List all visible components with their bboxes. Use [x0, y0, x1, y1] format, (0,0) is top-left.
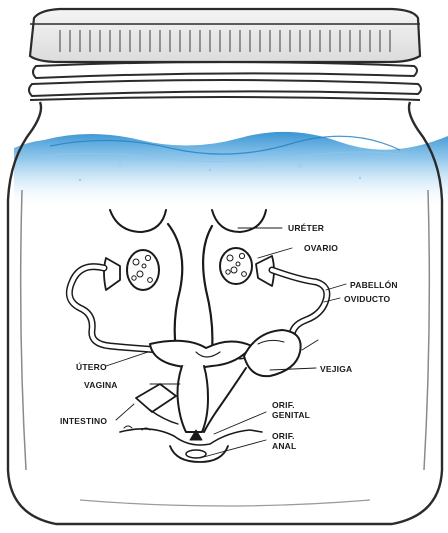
label-oviducto: OVIDUCTO	[344, 294, 390, 304]
right-ovary	[220, 248, 252, 284]
label-orif-anal-1: ORIF.	[272, 431, 295, 441]
uterus	[150, 341, 252, 368]
label-vejiga: VEJIGA	[320, 364, 352, 374]
label-utero: ÚTERO	[76, 361, 107, 372]
left-pavilion	[104, 258, 120, 290]
label-orif-anal-2: ANAL	[272, 441, 296, 451]
left-ovary	[127, 250, 159, 290]
label-orif-genital-1: ORIF.	[272, 400, 295, 410]
label-intestino: INTESTINO	[60, 416, 107, 426]
right-kidney	[212, 210, 266, 232]
jar-lid-icon	[30, 9, 420, 62]
vagina	[178, 366, 209, 432]
intestine	[136, 384, 176, 412]
label-ureter: URÉTER	[288, 223, 324, 233]
label-ovario: OVARIO	[304, 243, 338, 253]
label-pabellon: PABELLÓN	[350, 279, 398, 290]
label-orif-genital-2: GENITAL	[272, 410, 310, 420]
left-kidney	[110, 210, 166, 232]
water-surface-icon	[14, 132, 448, 210]
diagram-labels: URÉTER OVARIO PABELLÓN OVIDUCTO ÚTERO VE…	[60, 223, 398, 451]
label-vagina: VAGINA	[84, 380, 118, 390]
jar-neck	[29, 62, 421, 100]
